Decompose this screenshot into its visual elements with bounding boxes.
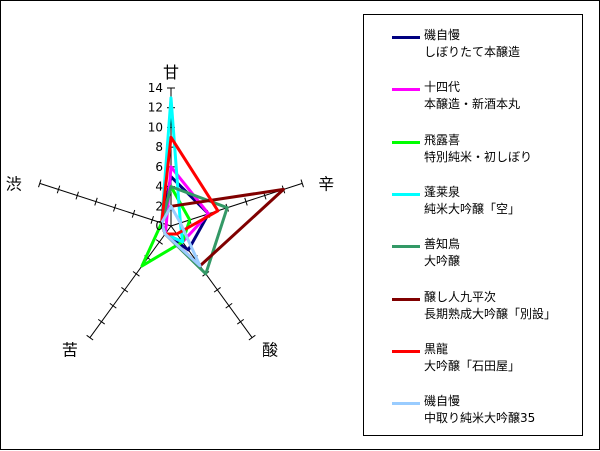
legend-series-subname: 大吟醸「石田屋」 [424, 358, 521, 373]
legend-text: 磯自慢しぼりたて本醸造 [424, 27, 520, 61]
legend-swatch [392, 88, 420, 92]
legend-text: 黒龍大吟醸「石田屋」 [424, 341, 520, 375]
axis-tick [94, 197, 98, 206]
tick-label: 2 [155, 199, 163, 213]
legend-text: 十四代本醸造・新酒本丸 [424, 79, 520, 113]
axis-tick [213, 287, 221, 293]
axis-label: 辛 [318, 174, 334, 193]
tick-label: 4 [155, 180, 163, 194]
series-polygon-8 [160, 204, 202, 268]
axis-label: 酸 [262, 341, 278, 360]
legend-series-name: 醸し人九平次 [424, 289, 497, 304]
legend-swatch [392, 297, 420, 301]
legend-series-name: 飛露喜 [424, 132, 461, 147]
legend: 磯自慢しぼりたて本醸造十四代本醸造・新酒本丸飛露喜特別純米・初しぼり蓬莱泉純米大… [363, 14, 583, 436]
legend-text: 善知鳥大吟醸 [424, 236, 460, 270]
series [140, 96, 285, 276]
legend-text: 醸し人九平次長期熟成大吟醸「別設」 [424, 289, 556, 323]
legend-swatch [392, 140, 420, 144]
axis-tick [236, 318, 245, 325]
legend-swatch [392, 349, 420, 353]
legend-series-subname: しぼりたて本醸造 [424, 45, 521, 59]
axes [38, 87, 304, 341]
axis-tick [150, 215, 154, 224]
legend-swatch [392, 402, 420, 406]
tick-label: 8 [155, 140, 163, 154]
legend-series-subname: 特別純米・初しぼり [424, 149, 533, 164]
axis-tick [38, 179, 42, 188]
legend-series-subname: 長期熟成大吟醸「別設」 [424, 306, 557, 321]
axis-tick [131, 209, 136, 218]
legend-series-name: 磯自慢 [424, 394, 461, 409]
legend-series-name: 十四代 [424, 80, 461, 95]
axis-tick [75, 191, 79, 200]
tick-label: 6 [155, 160, 163, 174]
axis-label: 苦 [62, 341, 78, 360]
axis-tick [132, 271, 140, 277]
legend-series-name: 磯自慢 [424, 28, 461, 42]
axis-tick [56, 185, 61, 194]
axis-tick [109, 302, 117, 309]
axis-label: 甘 [163, 63, 179, 82]
tick-label: 0 [155, 219, 163, 233]
legend-swatch [392, 245, 420, 249]
legend-text: 磯自慢中取り純米大吟醸35 [424, 393, 535, 427]
axis-tick [248, 334, 256, 341]
axis-tick [225, 302, 233, 309]
legend-text: 蓬莱泉純米大吟醸「空」 [424, 184, 520, 218]
axis-tick [244, 197, 248, 206]
tick-label: 14 [148, 81, 163, 95]
axis-spoke [170, 225, 253, 338]
axis-tick [121, 287, 129, 293]
axis-label: 渋 [6, 174, 22, 193]
legend-series-subname: 純米大吟醸「空」 [424, 201, 521, 216]
tick-label: 10 [148, 120, 163, 134]
axis-tick [113, 203, 117, 212]
legend-series-name: 黒龍 [424, 341, 449, 356]
legend-series-subname: 本醸造・新酒本丸 [424, 97, 521, 112]
legend-series-name: 蓬莱泉 [424, 184, 461, 199]
axis-tick [86, 334, 94, 341]
axis-spoke [39, 182, 172, 227]
axis-spoke [89, 225, 172, 338]
tick-label: 12 [148, 101, 163, 115]
legend-swatch [392, 192, 420, 196]
axis-tick [97, 318, 106, 325]
legend-swatch [392, 36, 420, 39]
axis-tick [300, 179, 304, 188]
legend-series-subname: 大吟醸 [424, 254, 461, 269]
legend-series-subname: 中取り純米大吟醸35 [424, 411, 536, 426]
legend-series-name: 善知鳥 [424, 237, 461, 252]
legend-text: 飛露喜特別純米・初しぼり [424, 132, 532, 166]
axis-tick [155, 239, 163, 245]
series-polygon-7 [160, 135, 220, 236]
